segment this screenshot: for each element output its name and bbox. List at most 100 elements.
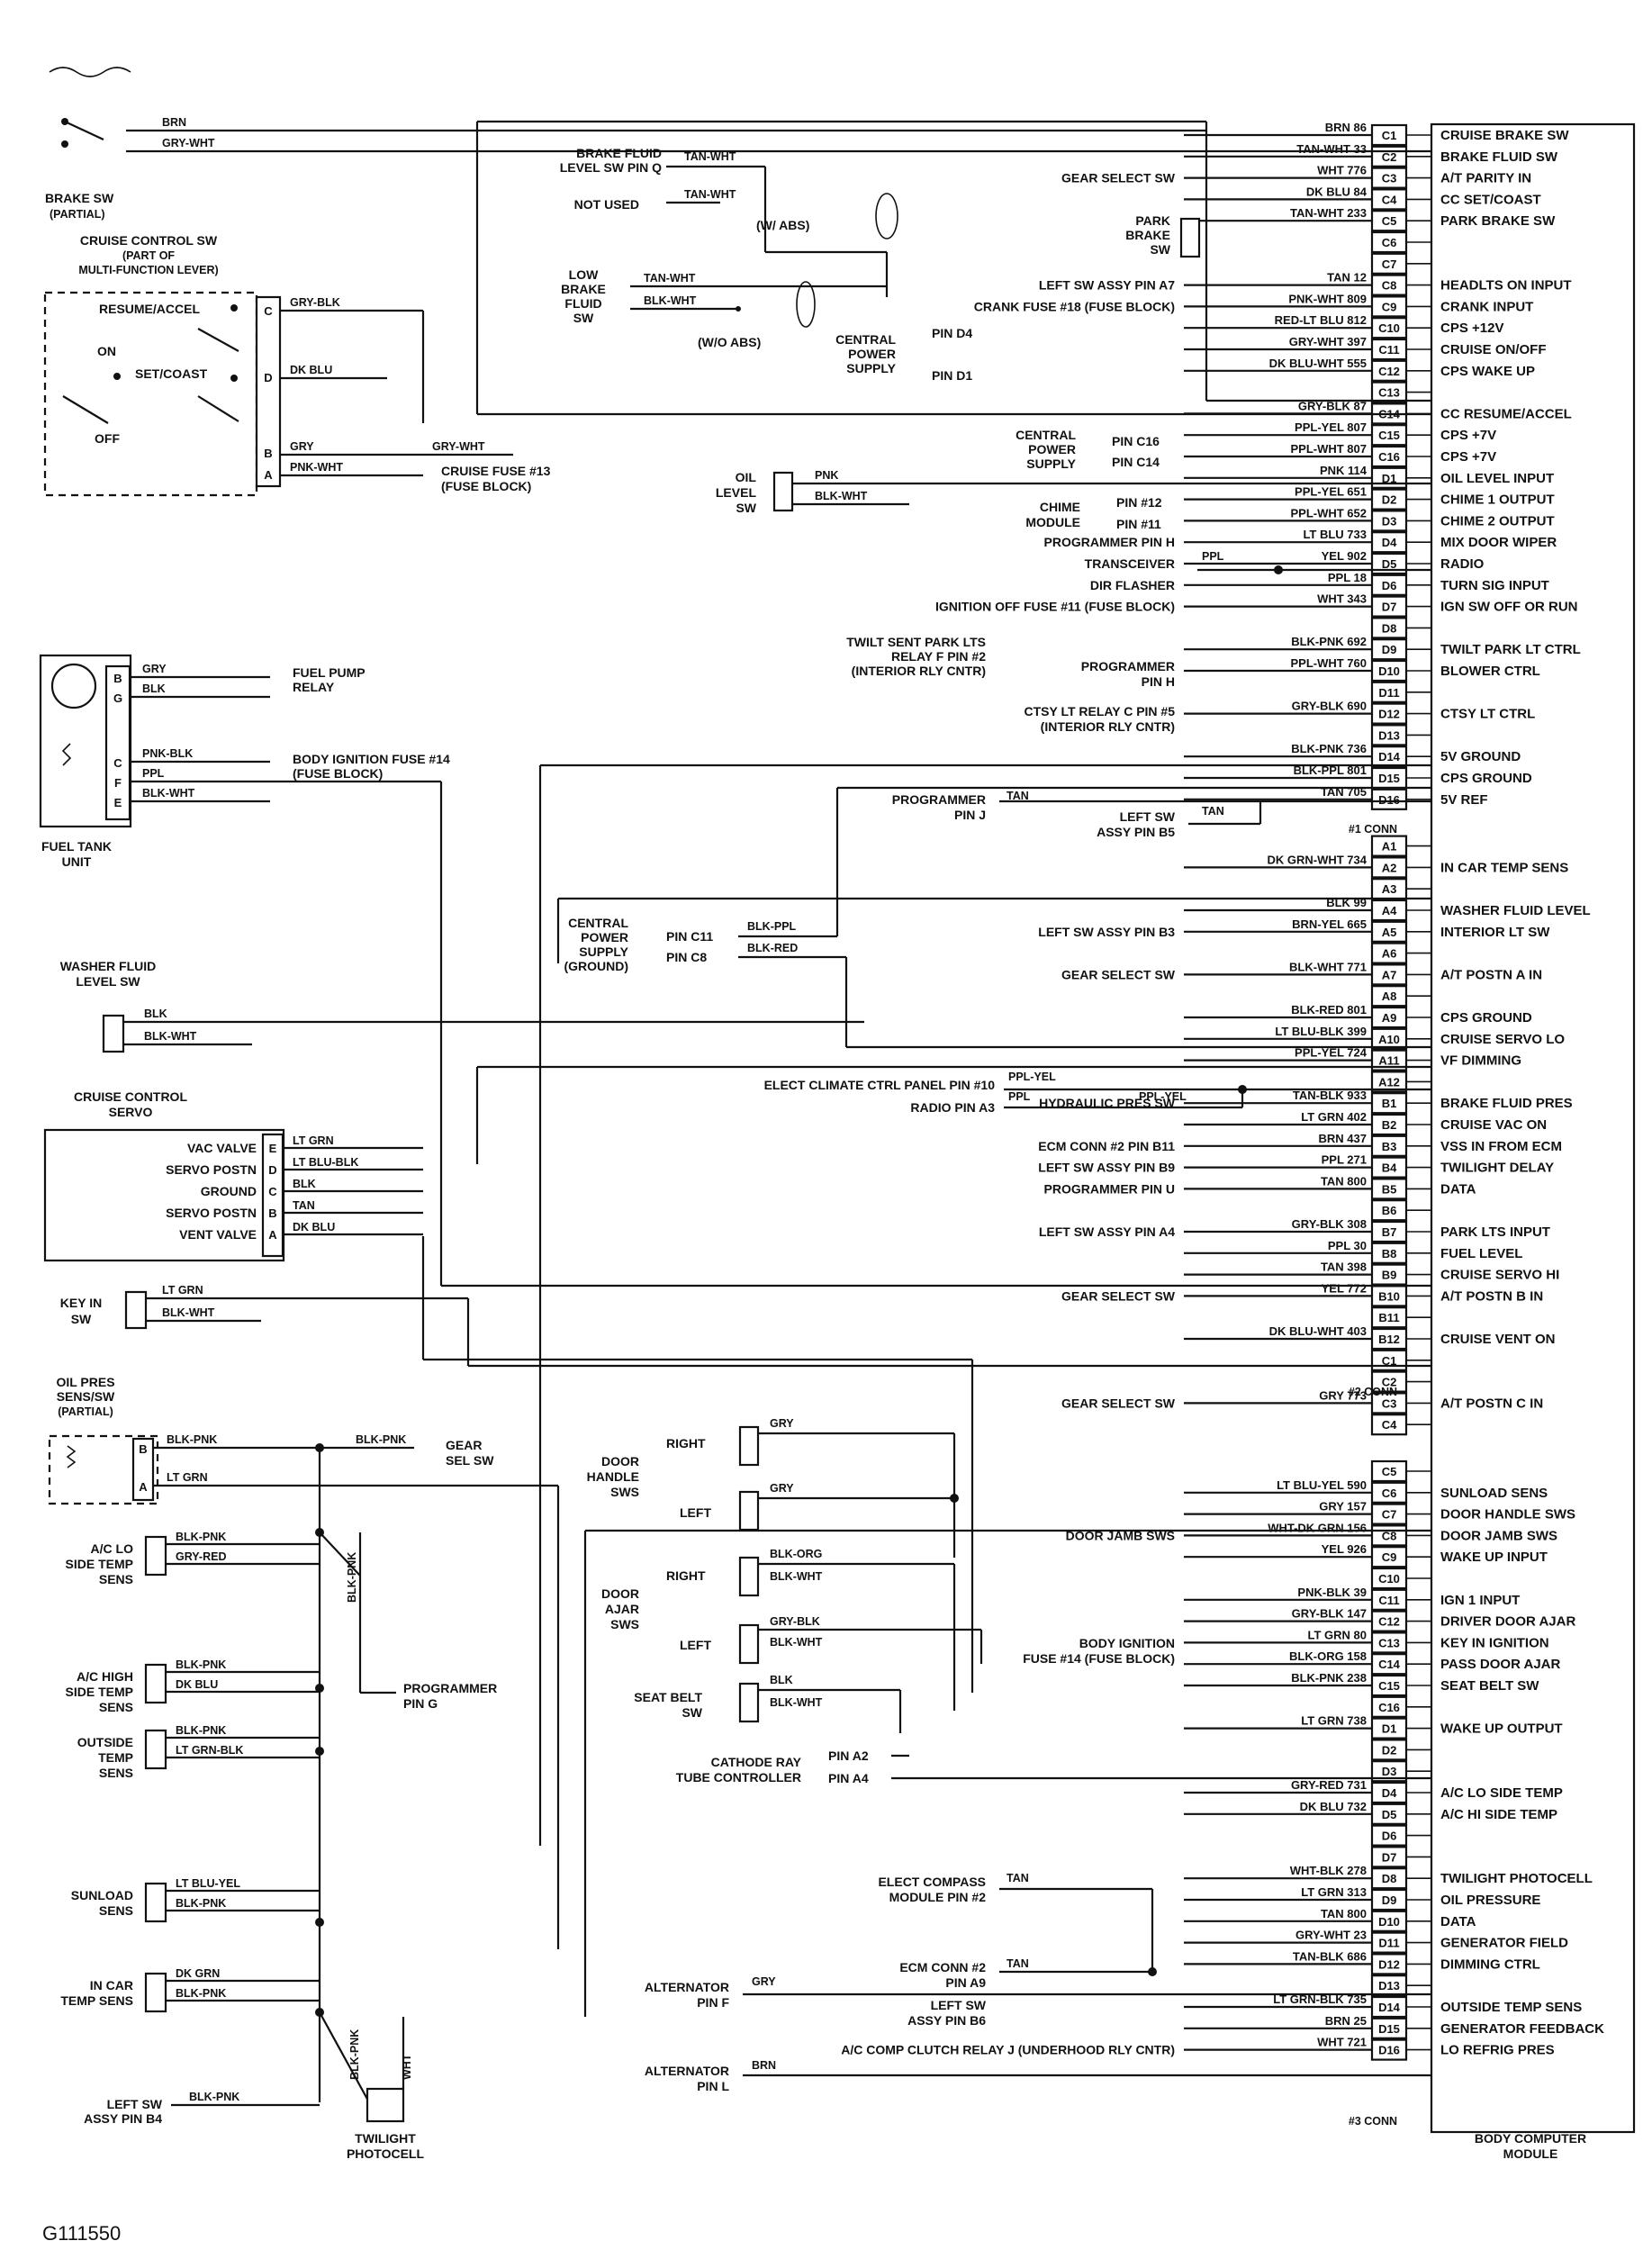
alternator-l-2: PIN L [697, 2079, 729, 2093]
not-used-wire: TAN-WHT [684, 188, 736, 201]
cps3-1: CENTRAL [568, 916, 628, 930]
oil-pres-connector [131, 1437, 155, 1502]
door-handle-2: HANDLE [587, 1469, 639, 1484]
pin-wire-label: WHT 721 [1317, 2036, 1367, 2049]
pin-wire-label: RED-LT BLU 812 [1275, 313, 1367, 327]
module-outline [1430, 122, 1636, 2134]
pin-signal: DRIVER DOOR AJAR [1440, 1614, 1575, 1630]
cruise-gry-wht: GRY-WHT [432, 440, 485, 453]
brake-sw-wire-1: BRN [162, 116, 186, 129]
pin-wire-label: PPL-WHT 807 [1290, 442, 1367, 456]
chime-1: CHIME [1040, 500, 1080, 514]
sensor-title: TEMP [98, 1750, 133, 1765]
sensor-connector [144, 1663, 167, 1704]
pin-signal: CPS GROUND [1440, 1010, 1532, 1026]
pin-wire-label: PPL 30 [1328, 1239, 1367, 1252]
pin-source: PROGRAMMER PIN H [1044, 535, 1175, 549]
seat-belt-wire-2: BLK-WHT [770, 1696, 823, 1709]
pin-d11-26: D11 [1370, 681, 1431, 703]
pin-wire-label: PNK 114 [1320, 464, 1368, 477]
door-ajar-3: SWS [610, 1617, 639, 1631]
door-ajar-right: RIGHT [666, 1568, 706, 1583]
pin-wire-label: PPL 18 [1328, 571, 1367, 584]
pin-d8-23: D8 [1370, 617, 1431, 639]
pin-label: D12 [1378, 708, 1400, 721]
pin-label: C15 [1378, 1679, 1400, 1693]
oil-pres-wire-a: LT GRN [167, 1471, 208, 1484]
low-brake-wire-1: TAN-WHT [644, 272, 696, 285]
pin-label: C4 [1382, 193, 1397, 206]
body-ign-fuse-2: (FUSE BLOCK) [293, 766, 383, 781]
pin-signal: CRUISE SERVO LO [1440, 1032, 1565, 1047]
washer-fluid-switch: WASHER FLUID LEVEL SW BLK BLK-WHT [60, 959, 864, 1053]
pin-label: C8 [1382, 279, 1397, 293]
seat-belt-connector [738, 1682, 760, 1723]
pin-label: C16 [1378, 1701, 1400, 1714]
pin-label: D7 [1382, 1850, 1397, 1864]
pin-wire-label: PPL-YEL 651 [1295, 485, 1367, 499]
pin-c5-60: C5 [1370, 1459, 1431, 1483]
pin-wire-label: BLK-PNK 692 [1291, 635, 1367, 648]
pin-wire-label: PNK-WHT 809 [1288, 292, 1367, 305]
routing-wires [421, 764, 1431, 2017]
left-sw-b5-2: ASSY PIN B5 [1097, 825, 1175, 839]
cps2-pin-c16: PIN C16 [1112, 434, 1160, 448]
sensor-title: SENS [99, 1572, 133, 1586]
body-ign-fuse-1: BODY IGNITION FUSE #14 [293, 752, 450, 766]
ctsy-relay-2: (INTERIOR RLY CNTR) [1041, 719, 1175, 734]
servo-row-wire: DK BLU [293, 1221, 335, 1233]
sensor-title: SIDE TEMP [66, 1557, 133, 1571]
pin-signal: A/T POSTN A IN [1440, 967, 1542, 982]
pin-wire-label: GRY-BLK 87 [1298, 399, 1367, 412]
pin-wire-label: TAN-BLK 933 [1293, 1089, 1367, 1102]
key-in-title-1: KEY IN [60, 1296, 102, 1310]
figure-id: G111550 [42, 2222, 122, 2245]
sensor-wire: BLK-PNK [176, 1987, 226, 2000]
pin-signal: CHIME 1 OUTPUT [1440, 492, 1555, 508]
brake-fluid-wire: TAN-WHT [684, 150, 736, 163]
sensor-connector [144, 1729, 167, 1770]
radio-a3-wire-1: PPL [1008, 1090, 1031, 1103]
pin-label: D3 [1382, 1765, 1397, 1778]
fuel-pin-f: F [114, 776, 122, 790]
cruise-fuse-2: (FUSE BLOCK) [441, 479, 531, 493]
sensor-title: SIDE TEMP [66, 1685, 133, 1699]
pin-label: C10 [1378, 1572, 1400, 1586]
pin-signal: CHIME 2 OUTPUT [1440, 513, 1555, 529]
pin-signal: OIL LEVEL INPUT [1440, 471, 1554, 486]
sensor-title: A/C LO [91, 1541, 134, 1556]
on-label: ON [97, 344, 116, 358]
pin-wire-label: PPL 271 [1322, 1153, 1367, 1167]
pin-label: C1 [1382, 1354, 1397, 1368]
photocell-title-2: PHOTOCELL [347, 2146, 425, 2161]
photocell-body [366, 2087, 405, 2123]
pin-wire-label: YEL 926 [1322, 1542, 1367, 1556]
key-in-title-2: SW [71, 1312, 92, 1326]
pin-wire-label: BRN 25 [1325, 2014, 1367, 2028]
pin-label: A5 [1382, 926, 1397, 939]
pin-wire-label: WHT 776 [1317, 164, 1367, 177]
pin-a3-34: A3 [1370, 878, 1431, 900]
pin-signal: BRAKE FLUID SW [1440, 149, 1558, 165]
cps1-3: SUPPLY [846, 361, 896, 375]
seat-belt-2: SW [682, 1705, 702, 1720]
pin-label: D8 [1382, 1872, 1397, 1885]
pin-signal: CTSY LT CTRL [1440, 707, 1535, 722]
door-handle-left-connector [738, 1490, 760, 1532]
pin-label: C4 [1382, 1418, 1397, 1432]
pin-wire-label: LT GRN 313 [1301, 1885, 1367, 1899]
pin-wire-label: TAN 800 [1321, 1907, 1367, 1920]
park-brake-3: SW [1150, 242, 1170, 257]
pin-c13-12: C13 [1370, 381, 1431, 403]
